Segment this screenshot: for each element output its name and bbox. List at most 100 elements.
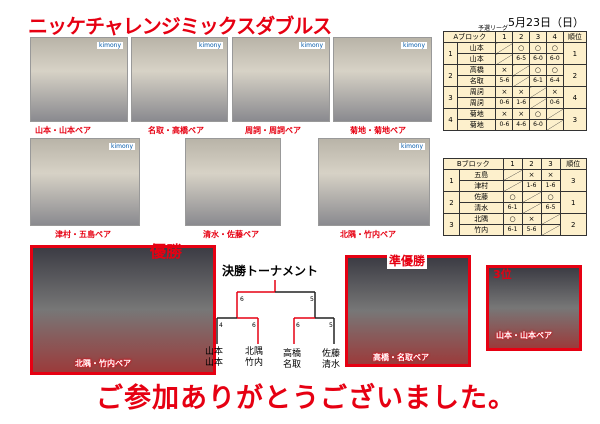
team-photo: kimony — [333, 37, 432, 122]
match-score — [545, 119, 564, 131]
match-result: × — [512, 108, 531, 120]
match-score: 4-6 — [512, 119, 531, 131]
match-score: 0-6 — [545, 97, 564, 109]
match-score: 5-6 — [521, 224, 542, 236]
thank-you-message: ご参加ありがとうございました。 — [96, 383, 516, 414]
score: 6 — [296, 322, 300, 329]
winner-pair: 北隅・竹内ペア — [75, 359, 131, 368]
third-place-label: 3位 — [493, 268, 512, 281]
match-score: 6-0 — [529, 53, 547, 65]
match-result: ○ — [512, 42, 531, 54]
table-header: 順位 — [559, 158, 588, 170]
match-result — [495, 42, 514, 54]
photo-caption: 津村・五島ペア — [55, 230, 111, 239]
third-place-photo — [486, 265, 582, 351]
match-score: 6-1 — [502, 224, 523, 236]
match-result: × — [540, 169, 561, 181]
table-header: 順位 — [562, 31, 588, 43]
match-result — [521, 191, 542, 203]
match-score — [512, 75, 531, 87]
match-score: 6-0 — [545, 53, 564, 65]
bracket-team: 山本山本 — [205, 347, 224, 368]
bracket-team: 高橋名取 — [283, 349, 302, 370]
team-photo: kimony — [131, 37, 228, 122]
match-result: × — [521, 213, 542, 225]
match-score — [521, 202, 542, 214]
table-header: 2 — [512, 31, 531, 43]
score: 4 — [219, 322, 223, 329]
match-result: ○ — [529, 108, 547, 120]
match-score: 0-6 — [495, 119, 514, 131]
match-result — [512, 64, 531, 76]
tournament-bracket — [216, 280, 335, 344]
runner-up-pair: 高橋・名取ペア — [373, 353, 429, 362]
tournament-title: 決勝トーナメント — [222, 264, 319, 278]
score: 5 — [310, 296, 314, 303]
match-result — [545, 108, 564, 120]
score: 6 — [252, 322, 256, 329]
event-date: 5月23日（日） — [508, 16, 584, 29]
match-result: ○ — [502, 213, 523, 225]
photo-caption: 名取・高橋ペア — [148, 126, 204, 135]
team-photo — [185, 138, 281, 226]
match-score: 6-0 — [529, 119, 547, 131]
match-score: 1-6 — [540, 180, 561, 192]
match-result: × — [495, 64, 514, 76]
photo-caption: 清水・佐藤ペア — [203, 230, 259, 239]
table-header: 1 — [502, 158, 523, 170]
team-photo: kimony — [318, 138, 430, 226]
table-header: 3 — [529, 31, 547, 43]
match-result — [502, 169, 523, 181]
match-result: × — [495, 86, 514, 98]
team-photo: kimony — [30, 138, 140, 226]
photo-caption: 山本・山本ペア — [35, 126, 91, 135]
score: 6 — [240, 296, 244, 303]
match-result: ○ — [545, 64, 564, 76]
photo-caption: 北隅・竹内ペア — [340, 230, 396, 239]
match-result — [540, 213, 561, 225]
winner-photo — [30, 245, 216, 375]
match-score: 5-6 — [495, 75, 514, 87]
match-result — [529, 86, 547, 98]
bracket-team: 佐藤清水 — [322, 349, 341, 370]
bracket-team: 北隅竹内 — [245, 347, 264, 368]
table-header: 1 — [495, 31, 514, 43]
third-place-pair: 山本・山本ペア — [496, 331, 552, 340]
match-score — [529, 97, 547, 109]
match-result: ○ — [529, 64, 547, 76]
match-score: 6-4 — [545, 75, 564, 87]
runner-up-label: 準優勝 — [387, 252, 428, 269]
match-result: × — [545, 86, 564, 98]
match-score — [502, 180, 523, 192]
photo-caption: 菊地・菊地ペア — [350, 126, 406, 135]
league-label: 予選リーグ — [478, 25, 509, 32]
table-header: 4 — [545, 31, 564, 43]
match-result: ○ — [529, 42, 547, 54]
match-result: ○ — [540, 191, 561, 203]
match-score: 6-1 — [502, 202, 523, 214]
match-result: × — [495, 108, 514, 120]
match-result: × — [512, 86, 531, 98]
match-score: 0-6 — [495, 97, 514, 109]
match-result: ○ — [545, 42, 564, 54]
table-header: Bブロック — [443, 158, 504, 170]
table-header: Aブロック — [442, 31, 497, 43]
runner-up-photo — [345, 255, 471, 367]
match-score: 6-5 — [540, 202, 561, 214]
match-score: 6-1 — [529, 75, 547, 87]
winner-label: 優勝 — [150, 242, 183, 261]
photo-caption: 周詞・周詞ペア — [245, 126, 301, 135]
match-score: 1-6 — [512, 97, 531, 109]
table-header: 2 — [521, 158, 542, 170]
score: 5 — [329, 322, 333, 329]
page-title: ニッケチャレンジミックスダブルス — [28, 14, 332, 38]
